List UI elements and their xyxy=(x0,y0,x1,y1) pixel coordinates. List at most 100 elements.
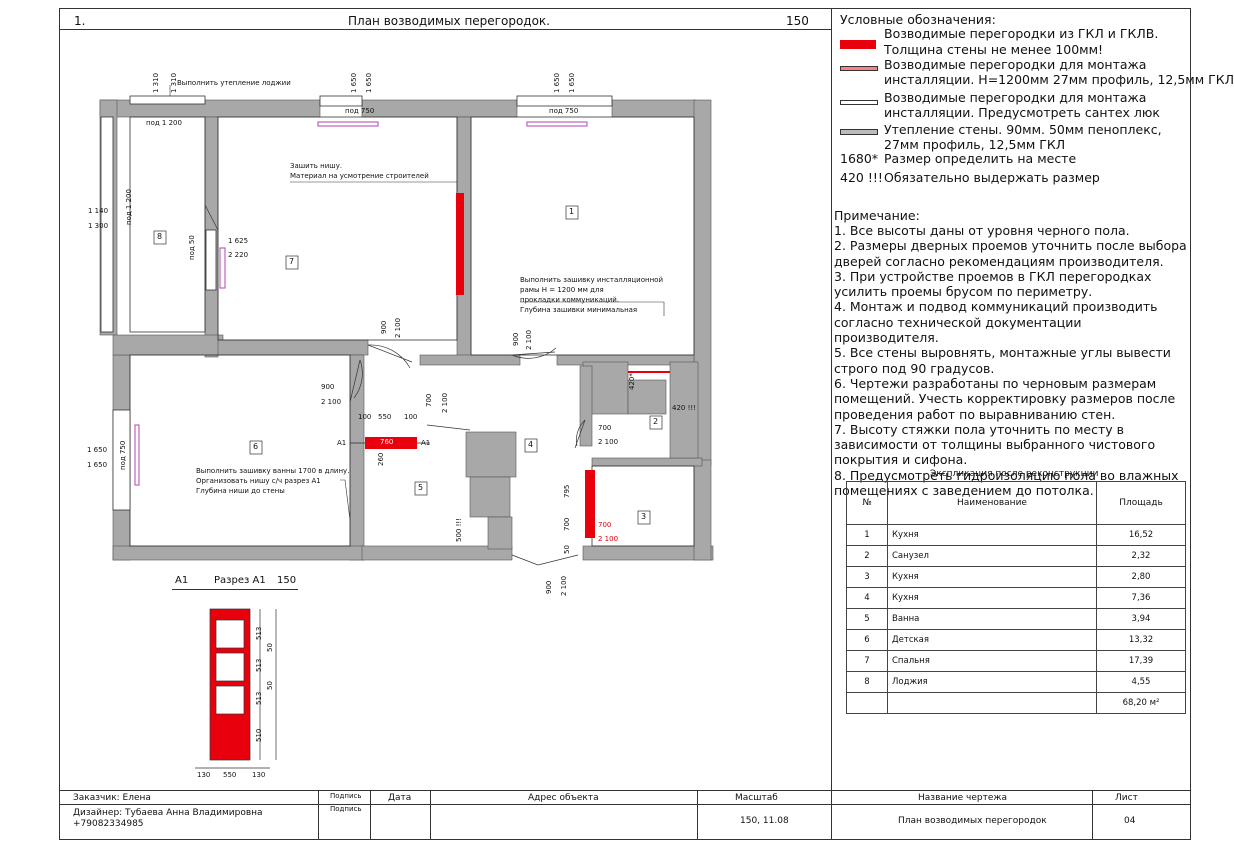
room-number: 6 xyxy=(253,442,259,451)
dimension: 760 xyxy=(380,438,394,446)
window-label: под 1 200 xyxy=(146,119,182,127)
phone: +79082334985 xyxy=(73,819,144,829)
leader-lines xyxy=(169,85,665,521)
table-header-row: № Наименование Площадь xyxy=(846,481,1186,525)
dimension: 2 100 xyxy=(598,535,619,543)
plan-note: Выполнить зашивку ванны 1700 в длину. xyxy=(196,467,350,475)
dimension: 2 100 xyxy=(598,438,619,446)
section-dim-right: 510 xyxy=(255,728,263,742)
walls xyxy=(99,99,714,561)
designer: Дизайнер: Тубаева Анна Владимировна xyxy=(73,808,263,818)
legend-mark-symbol: 420 !!! xyxy=(840,170,883,185)
note-item: 5. Все стены выровнять, монтажные углы в… xyxy=(834,345,1171,376)
sheet-border xyxy=(59,8,1191,840)
dimension: 1 650 xyxy=(87,461,108,469)
drawing-name-label: Название чертежа xyxy=(918,793,1007,803)
dimension: 700 xyxy=(598,521,612,529)
sign-label: Подпись xyxy=(330,805,362,813)
room-number: 3 xyxy=(641,512,647,521)
dimension: 2 100 xyxy=(441,392,449,413)
explication-title: Экспликация после реконструкции xyxy=(930,469,1099,479)
window-label: под 50 xyxy=(188,235,196,260)
plan-note: Глубина ниши до стены xyxy=(196,487,285,495)
drawing-name: План возводимых перегородок xyxy=(898,816,1047,826)
section-label: А1 xyxy=(175,575,189,586)
dimension: 700 xyxy=(563,517,571,531)
dimension: 2 220 xyxy=(228,251,249,259)
dimension: 550 xyxy=(378,413,392,421)
note-item: 4. Монтаж и подвод коммуникаций производ… xyxy=(834,299,1158,346)
dimension: 2 100 xyxy=(321,398,342,406)
legend-swatch-grey-thin xyxy=(840,129,878,135)
notes-title: Примечание: xyxy=(834,208,920,223)
date-label: Дата xyxy=(388,793,412,803)
address-label: Адрес объекта xyxy=(528,793,599,803)
dimension: 1 650 xyxy=(87,446,108,454)
room-number: 7 xyxy=(289,257,295,266)
dimension: 1 650 xyxy=(350,72,358,93)
legend-text: инсталляции. Н=1200мм 27мм профиль, 12,5… xyxy=(884,72,1234,87)
dimension: 900 xyxy=(545,580,553,594)
note-item: 6. Чертежи разработаны по черновым разме… xyxy=(834,375,1176,422)
room-number: 1 xyxy=(569,207,575,216)
dimension: 1 625 xyxy=(228,237,249,245)
scale-label: Масштаб xyxy=(735,793,778,803)
legend-swatch-white-thin xyxy=(840,100,878,105)
plan-note: прокладки коммуникаций. xyxy=(520,296,620,304)
plan-note: Материал на усмотрение строителей xyxy=(290,172,429,180)
total-area: 68,20 м² xyxy=(1096,692,1186,714)
plan-note: Выполнить утепление лоджии xyxy=(177,79,291,87)
room-number: 8 xyxy=(157,232,163,241)
legend-mark-text: Обязательно выдержать размер xyxy=(884,170,1100,185)
window-sill-marks xyxy=(134,121,588,486)
note-item: 3. При устройстве проемов в ГКЛ перегоро… xyxy=(834,268,1152,300)
sheet-value: 04 xyxy=(1124,816,1136,826)
room-number: 4 xyxy=(528,440,534,449)
dimension: 260 xyxy=(377,452,385,466)
window-label: под 750 xyxy=(119,440,127,470)
dimension: 1 140 xyxy=(88,207,109,215)
header-underline xyxy=(59,29,831,30)
header-name: Наименование xyxy=(887,481,1097,525)
section-dim-right: 513 xyxy=(255,691,263,705)
plan-note: Глубина зашивки минимальная xyxy=(520,306,638,314)
section-title: Разрез А1 xyxy=(214,575,266,586)
dimension: 1 650 xyxy=(568,72,576,93)
sheet-label: Лист xyxy=(1115,793,1138,803)
section-dim-bottom: 550 xyxy=(223,771,237,779)
dimension: 100 xyxy=(358,413,372,421)
dimension: 700 xyxy=(425,393,433,407)
notes-list: 1. Все высоты даны от уровня черного пол… xyxy=(834,223,1190,498)
room-number: 2 xyxy=(653,417,659,426)
window-label: под 1 200 xyxy=(125,189,133,225)
dimension: 900 xyxy=(321,383,335,391)
legend-text: Толщина стены не менее 100мм! xyxy=(884,42,1104,57)
plan-note: Зашить нишу. xyxy=(290,162,343,170)
legend-title: Условные обозначения: xyxy=(840,12,996,27)
right-panel-divider xyxy=(831,8,832,790)
note-item: 2. Размеры дверных проемов уточнить посл… xyxy=(834,238,1187,269)
dimension: 1 650 xyxy=(365,72,373,93)
section-dim-right: 50 xyxy=(266,681,274,690)
legend-mark-symbol: 1680* xyxy=(840,151,879,166)
section-scale: 150 xyxy=(277,575,297,586)
plan-note: Выполнить зашивку инсталляционной xyxy=(520,276,663,284)
room-number-boxes xyxy=(153,205,663,525)
windows xyxy=(100,95,613,511)
legend-text: Возводимые перегородки для монтажа xyxy=(884,57,1147,72)
dimension: 500 !!! xyxy=(455,517,463,542)
customer: Заказчик: Елена xyxy=(73,793,151,803)
header-area: Площадь xyxy=(1096,481,1186,525)
dimension: 1 650 xyxy=(553,72,561,93)
sheet-number: 1. xyxy=(74,14,86,28)
section-title-underline xyxy=(172,589,298,590)
legend-text: Возводимые перегородки для монтажа xyxy=(884,90,1147,105)
plan-note: рамы Н = 1200 мм для xyxy=(520,286,604,294)
